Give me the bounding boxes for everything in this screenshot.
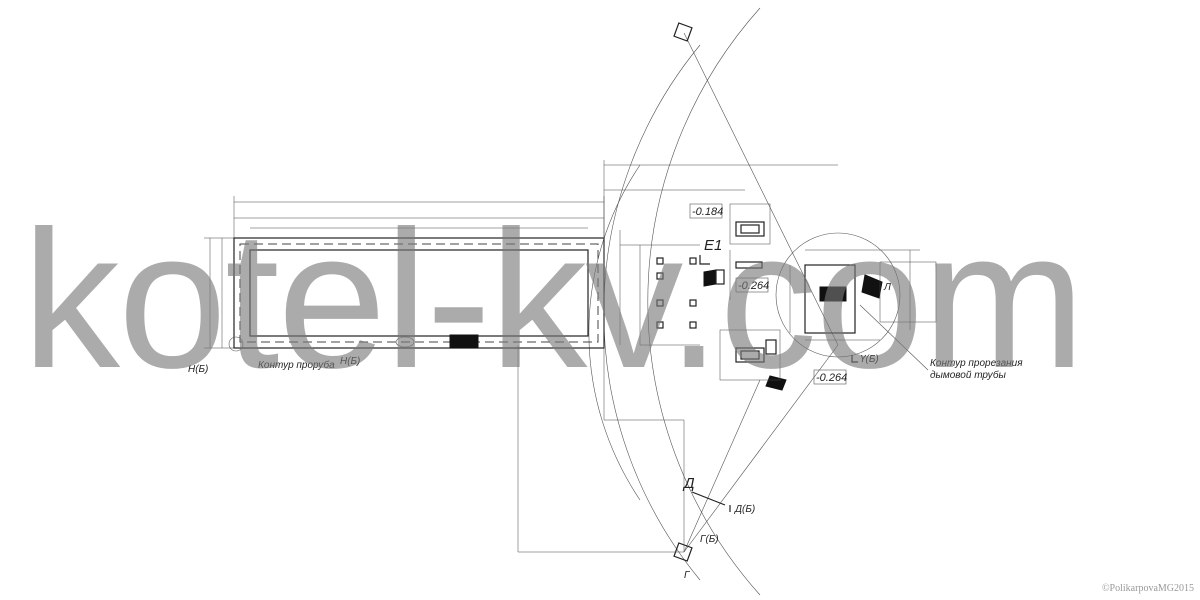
post-5: [689, 257, 697, 265]
building-inner: [249, 249, 589, 337]
marker-mid: [703, 269, 717, 287]
chimney-dim-frame: [879, 261, 937, 323]
marker-bottom-box: [765, 339, 777, 355]
label-g-bottom: Г: [684, 570, 691, 581]
chimney-marker: [861, 274, 883, 299]
inner-arc: [603, 44, 701, 581]
marker-bottom: [765, 375, 787, 391]
note-contour-left: Контур проруба: [258, 359, 335, 371]
footing-mid: [735, 261, 763, 269]
post-4: [656, 321, 664, 329]
label-d-right: Д(Б): [734, 504, 755, 515]
footing-bottom-inner: [740, 350, 760, 360]
footing-top-frame: [729, 203, 771, 245]
section-e1-tick: [699, 255, 710, 265]
post-6: [689, 299, 697, 307]
pivot-top: [673, 22, 693, 42]
building-dashed: [239, 243, 599, 343]
marker-mid-box: [715, 269, 725, 285]
label-l-right: Л: [883, 282, 891, 293]
middle-arc: [588, 164, 641, 501]
footing-top: [735, 221, 765, 237]
label-e1: Е1: [704, 237, 722, 254]
post-1: [656, 257, 664, 265]
elev-bottom: -0.264: [816, 372, 847, 384]
pivot-bottom: [673, 542, 693, 562]
building-outer: [233, 237, 605, 349]
building-hatch: [395, 336, 415, 348]
copyright: ©PolikarpovaMG2015: [1101, 583, 1194, 594]
elev-mid: -0.264: [738, 280, 769, 292]
elev-bottom-box: [813, 369, 847, 385]
note-contour-right-1: Контур прорезания: [930, 358, 1023, 369]
radial-line-mid: [683, 379, 761, 553]
elev-mid-box: [735, 277, 769, 293]
chimney-box: [804, 264, 856, 334]
radial-line-top: [683, 32, 839, 346]
section-d-line: [691, 491, 726, 506]
label-n-mid: Н(Б): [340, 356, 360, 367]
note-contour-right-2: дымовой трубы: [930, 369, 1006, 381]
building-opening: [449, 334, 479, 349]
post-7: [689, 321, 697, 329]
footing-bottom-frame: [719, 329, 781, 381]
post-3: [656, 299, 664, 307]
radial-line-bottom: [683, 344, 839, 553]
label-d-left: Д: [682, 475, 695, 492]
label-y-b: Ү(Б): [860, 354, 879, 365]
label-n-left: Н(Б): [188, 364, 208, 375]
label-g-right: Г(Б): [700, 534, 719, 545]
post-2: [656, 272, 664, 280]
section-y-tick: [851, 355, 858, 363]
corner-node: [228, 336, 244, 352]
note-leader-right: [859, 304, 929, 371]
footing-top-inner: [740, 224, 760, 234]
chimney-fill: [819, 286, 847, 302]
elev-top: -0.184: [692, 206, 723, 218]
footing-bottom: [735, 347, 765, 363]
chimney-circle: [775, 232, 901, 358]
outer-arc: [647, 7, 761, 596]
elev-top-box: [689, 203, 723, 219]
